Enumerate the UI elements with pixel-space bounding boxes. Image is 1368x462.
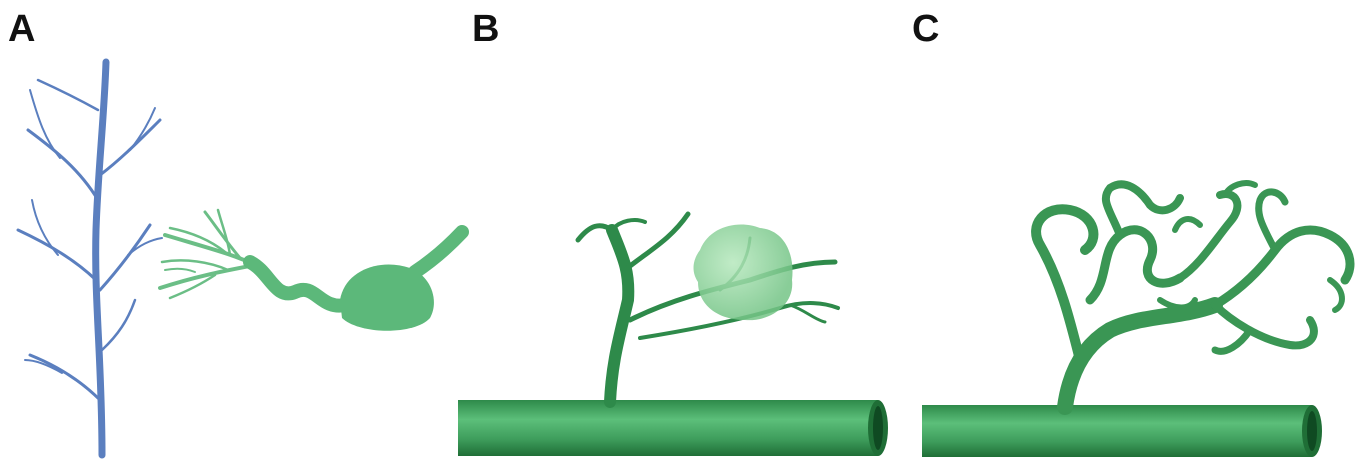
panel-a-blue-vessel (18, 62, 162, 455)
panel-c-tortuous-vessels (1036, 183, 1350, 407)
panel-b-tumor (694, 224, 793, 320)
panel-c-main-vessel (922, 405, 1322, 457)
panel-b-main-vessel (458, 400, 888, 456)
panel-a-neuron (160, 210, 462, 331)
